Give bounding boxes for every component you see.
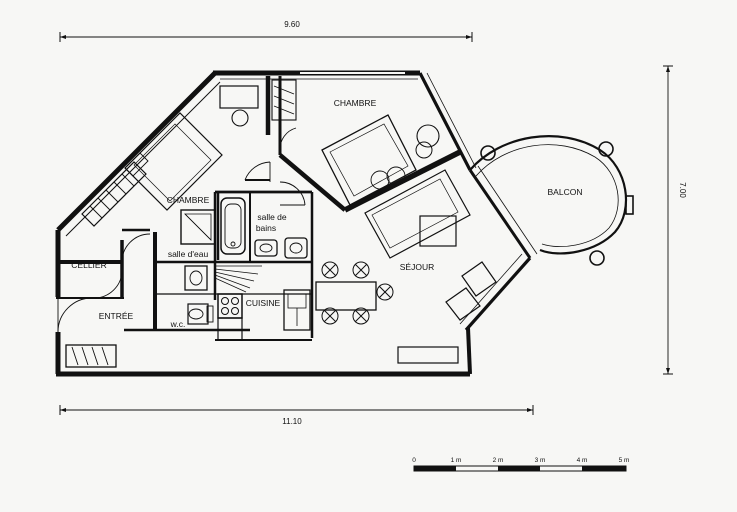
scale-label-3: 3 m <box>535 457 546 464</box>
scale-bar: 0 1 m 2 m 3 m 4 m 5 m <box>412 457 630 472</box>
dimension-right: 7.00 <box>663 65 687 375</box>
room-label-sejour: SÉJOUR <box>400 262 434 272</box>
dimension-top-label: 9.60 <box>284 20 300 29</box>
scale-label-4: 4 m <box>577 457 588 464</box>
dimension-right-label: 7.00 <box>678 182 687 198</box>
room-label-salle-de-bains-line-1: salle de <box>257 212 287 222</box>
dimension-bottom-label: 11.10 <box>282 417 302 426</box>
room-label-wc: w.c. <box>170 319 186 329</box>
sejour-furniture <box>315 169 497 364</box>
interior-walls <box>56 76 462 341</box>
chambre-2-furniture <box>321 114 440 206</box>
dimension-top: 9.60 <box>59 20 473 42</box>
wardrobe-chambre-2 <box>271 79 297 121</box>
scale-label-5: 5 m <box>619 457 630 464</box>
scale-label-1: 1 m <box>451 457 462 464</box>
doors <box>57 127 306 333</box>
room-label-salle-de-bains-line-2: bains <box>256 223 276 233</box>
room-label-cellier: CELLIER <box>71 260 106 270</box>
room-label-entree: ENTRÉE <box>99 311 134 321</box>
dimension-bottom: 11.10 <box>59 405 534 426</box>
scale-label-2: 2 m <box>493 457 504 464</box>
room-label-chambre-2: CHAMBRE <box>334 98 377 108</box>
wardrobe-entree <box>65 344 117 368</box>
room-label-chambre-1: CHAMBRE <box>167 195 210 205</box>
kitchen-fixtures <box>217 289 311 341</box>
balcony <box>469 135 634 266</box>
room-label-balcon: BALCON <box>548 187 583 197</box>
bath-fixtures <box>180 197 308 325</box>
chambre-1-furniture <box>124 85 259 211</box>
wardrobe-diagonal <box>81 161 147 227</box>
room-label-cuisine: CUISINE <box>246 298 281 308</box>
room-label-salle-deau: salle d'eau <box>168 249 209 259</box>
scale-label-0: 0 <box>412 457 416 464</box>
